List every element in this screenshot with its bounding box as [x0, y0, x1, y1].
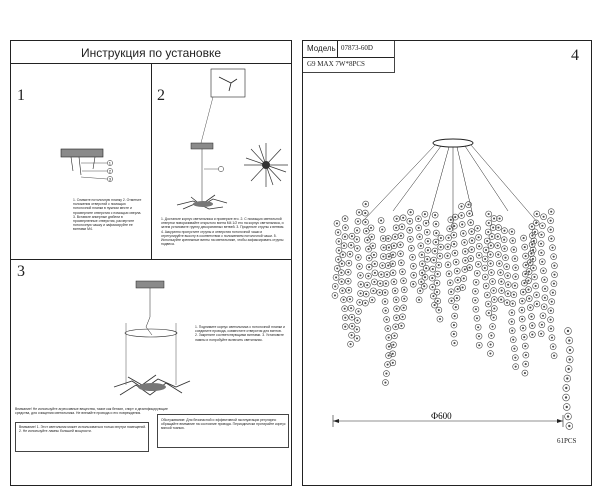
step3-warning: Внимание! Не используйте агрессивные вещ… [15, 407, 168, 416]
bottom-left-note: Внимание! 1. Этот светильник может испол… [15, 422, 149, 452]
instruction-page: Инструкция по установке 1 1 2 3 1. Сними… [10, 40, 292, 486]
lamp-spec: G9 MAX 7W*8PCS [307, 60, 365, 68]
step2-text: 1. Достаньте корпус светильника и провер… [161, 217, 285, 247]
model-label: Модель [307, 44, 336, 53]
chandelier-drawing: Ф600 [331, 138, 564, 427]
callout-1: 1 [109, 161, 112, 166]
step-number-1: 1 [17, 87, 25, 104]
ceiling-plate-drawing: 1 2 3 [60, 148, 113, 182]
step-number-3: 3 [17, 263, 25, 280]
middle-divider [11, 259, 291, 260]
step3-text: 1. Поднимите корпус светильника с потоло… [195, 325, 285, 342]
step2-drawing [190, 68, 288, 205]
spec-table: Модель 07873-60D G9 MAX 7W*8PCS [303, 41, 395, 73]
vertical-divider [151, 63, 152, 259]
maintenance-text: Обслуживание: Для безопасной и эффективн… [161, 418, 286, 431]
maintenance-note: Обслуживание: Для безопасной и эффективн… [157, 414, 289, 448]
bottom-left-text: Внимание! 1. Этот светильник может испол… [19, 425, 147, 434]
instruction-title: Инструкция по установке [80, 46, 222, 60]
callout-2: 2 [109, 169, 112, 174]
model-value: 07873-60D [341, 44, 373, 52]
crystal-strands [331, 200, 558, 386]
branch-cluster [176, 194, 228, 210]
step-number-4: 4 [571, 47, 579, 64]
spec-table-vline [337, 41, 338, 57]
single-strand-detail [562, 327, 574, 430]
step-number-2: 2 [157, 87, 165, 104]
pieces-label: 61PCS [557, 437, 577, 445]
diameter-label: Ф600 [431, 411, 452, 421]
spec-page: Модель 07873-60D G9 MAX 7W*8PCS 4 Ф600 6… [302, 40, 592, 486]
callout-3: 3 [109, 177, 112, 182]
step1-text: 1. Снимите потолочную планку 2. Отметьте… [73, 198, 142, 232]
spec-table-divider [303, 57, 394, 58]
step3-drawing [113, 280, 191, 396]
